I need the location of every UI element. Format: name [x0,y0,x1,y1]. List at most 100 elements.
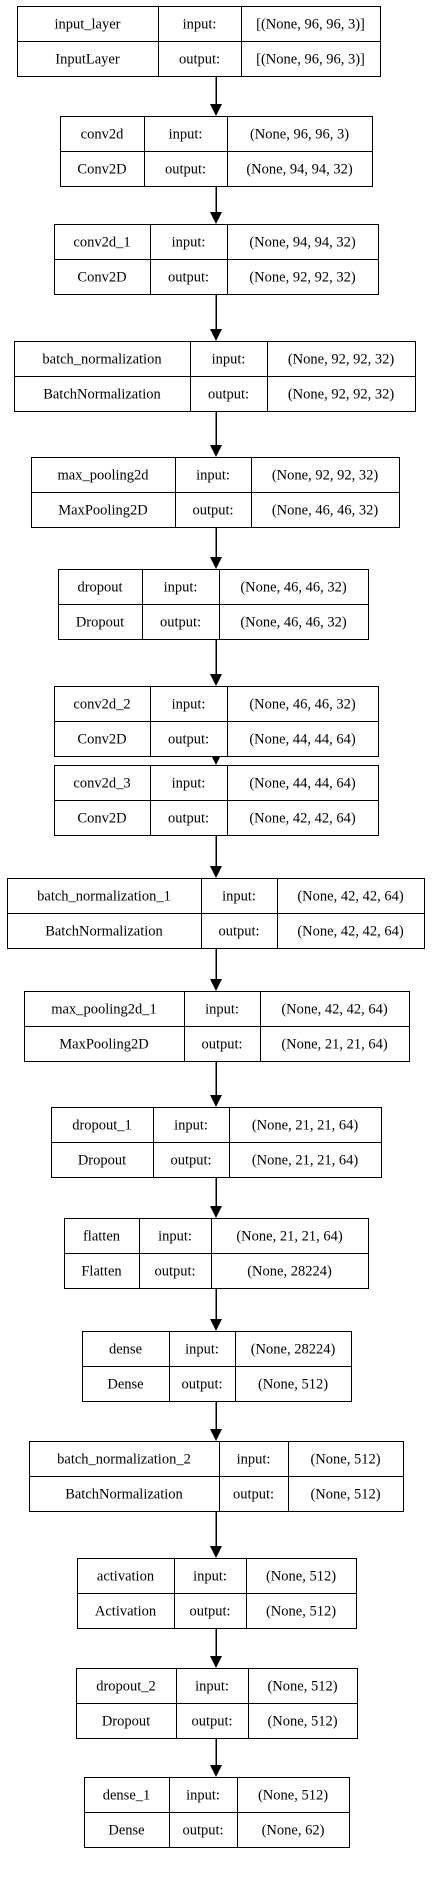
arrowhead-icon [210,866,222,878]
layer-type: Dropout [102,1714,150,1730]
edge-arrow [210,1511,222,1558]
output-label: output: [218,924,259,940]
layer-node-input-layer: input_layerInputLayerinput:output:[(None… [16,5,382,78]
output-shape: (None, 512) [258,1377,328,1393]
edge-arrow [210,76,222,116]
input-shape: (None, 42, 42, 64) [297,889,403,905]
layer-name: max_pooling2d_1 [51,1002,157,1018]
layer-name: flatten [83,1229,121,1245]
output-label: output: [168,732,209,748]
layer-node-max-pooling2d: max_pooling2dMaxPooling2Dinput:output:(N… [30,456,401,529]
input-label: input: [196,468,230,484]
edge-arrow [210,1738,222,1777]
arrowhead-icon [210,674,222,686]
arrowhead-icon [210,1546,222,1558]
input-label: input: [172,697,206,713]
layer-name: conv2d [81,127,124,143]
layer-name: batch_normalization_1 [37,889,171,905]
input-label: input: [212,352,246,368]
output-shape: (None, 46, 46, 32) [272,503,378,519]
layer-type: Dropout [78,1153,126,1169]
input-label: input: [183,17,217,33]
layer-node-max-pooling2d-1: max_pooling2d_1MaxPooling2Dinput:output:… [23,990,411,1063]
edge-arrow [210,639,222,686]
output-shape: (None, 44, 44, 64) [249,732,355,748]
output-label: output: [154,1264,195,1280]
output-shape: (None, 92, 92, 32) [288,387,394,403]
edge-arrow [210,1288,222,1331]
output-label: output: [181,1377,222,1393]
input-label: input: [222,889,256,905]
output-shape: (None, 21, 21, 64) [281,1037,387,1053]
input-shape: (None, 46, 46, 32) [240,580,346,596]
output-label: output: [165,162,206,178]
layer-type: Conv2D [77,811,126,827]
layer-name: conv2d_3 [73,776,130,792]
layer-type: Conv2D [77,162,126,178]
input-shape: (None, 21, 21, 64) [236,1229,342,1245]
layer-name: conv2d_1 [73,235,130,251]
arrowhead-icon [210,329,222,341]
input-shape: (None, 46, 46, 32) [249,697,355,713]
edge-arrow [210,186,222,224]
output-shape: (None, 21, 21, 64) [252,1153,358,1169]
edge-arrow [210,1401,222,1441]
output-shape: (None, 28224) [247,1264,332,1280]
output-shape: (None, 62) [262,1823,325,1839]
layer-type: Activation [95,1604,157,1620]
edge-arrow [210,294,222,341]
layer-name: dense_1 [103,1788,151,1804]
input-label: input: [237,1452,271,1468]
edge-arrow [210,1628,222,1668]
input-shape: (None, 512) [267,1679,337,1695]
input-label: input: [186,1788,220,1804]
output-label: output: [201,1037,242,1053]
output-label: output: [182,1823,223,1839]
layer-name: conv2d_2 [73,697,130,713]
output-shape: [(None, 96, 96, 3)] [256,52,365,68]
input-shape: (None, 21, 21, 64) [252,1118,358,1134]
arrowhead-icon [210,1206,222,1218]
layer-node-batch-normalization: batch_normalizationBatchNormalizationinp… [13,340,417,413]
layer-type: Flatten [81,1264,122,1280]
edge-arrow [210,948,222,991]
layer-name: batch_normalization [42,352,162,368]
layer-name: input_layer [54,17,120,33]
output-label: output: [168,811,209,827]
output-label: output: [192,503,233,519]
edge-arrow [210,527,222,569]
layer-type: Dense [107,1377,143,1393]
input-shape: (None, 96, 96, 3) [250,127,349,143]
edge-arrow [210,411,222,457]
arrowhead-icon [210,104,222,116]
input-label: input: [169,127,203,143]
output-shape: (None, 512) [267,1714,337,1730]
output-shape: (None, 46, 46, 32) [240,615,346,631]
input-label: input: [164,580,198,596]
input-shape: (None, 28224) [251,1342,336,1358]
input-shape: (None, 94, 94, 32) [249,235,355,251]
layer-type: MaxPooling2D [58,503,147,519]
output-label: output: [233,1487,274,1503]
input-label: input: [158,1229,192,1245]
output-shape: (None, 512) [266,1604,336,1620]
layer-name: batch_normalization_2 [57,1452,191,1468]
arrowhead-icon [210,1095,222,1107]
output-shape: (None, 42, 42, 64) [249,811,355,827]
arrowhead-icon [210,212,222,224]
layer-name: dropout_2 [96,1679,156,1695]
layer-type: Dropout [76,615,124,631]
input-shape: [(None, 96, 96, 3)] [256,17,365,33]
layer-node-activation: activationActivationinput:output:(None, … [76,1557,358,1630]
input-shape: (None, 42, 42, 64) [281,1002,387,1018]
output-label: output: [191,1714,232,1730]
layer-type: BatchNormalization [45,924,163,940]
